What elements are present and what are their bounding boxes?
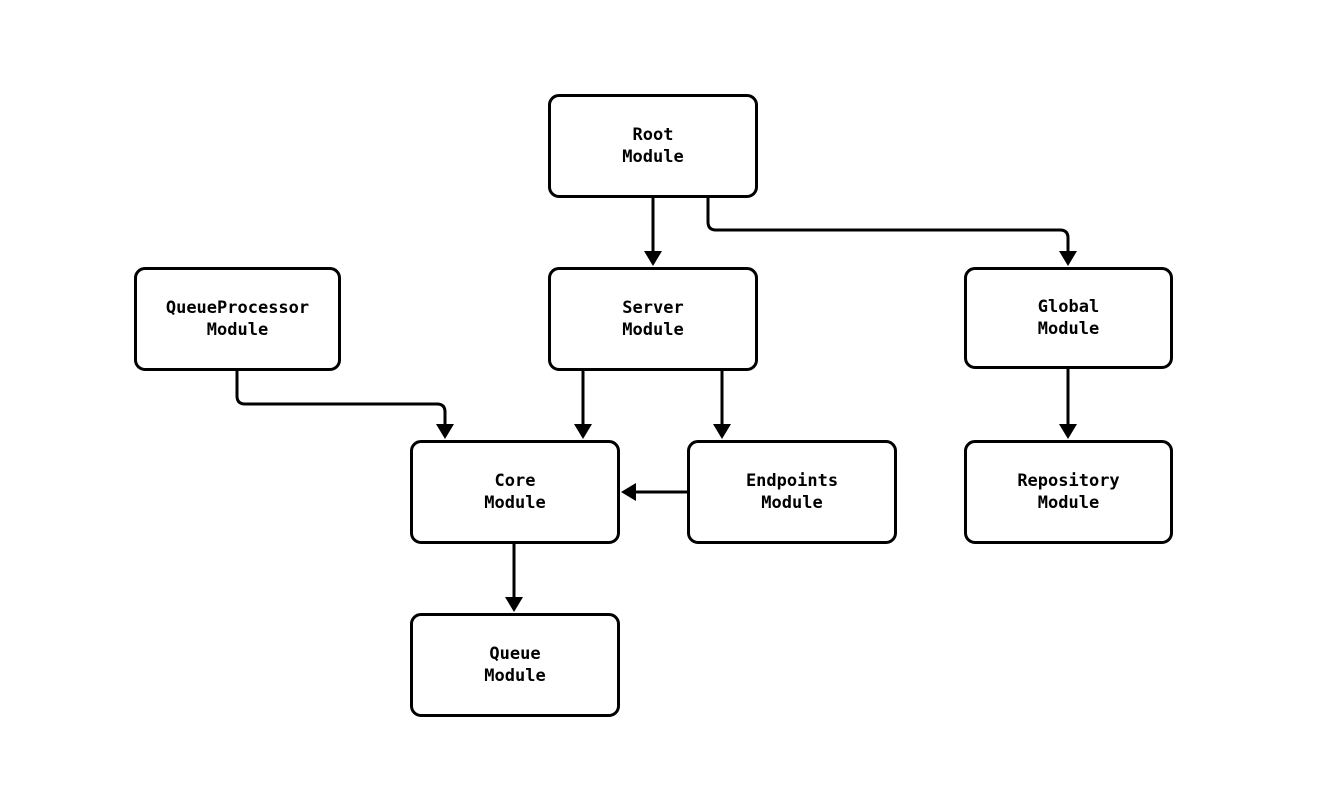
arrowhead-root-global bbox=[1059, 251, 1077, 266]
node-core-line2: Module bbox=[484, 493, 546, 513]
node-server-line2: Module bbox=[622, 320, 684, 340]
node-repository[interactable]: Repository Module bbox=[964, 440, 1173, 544]
node-root-line2: Module bbox=[622, 147, 684, 167]
node-server-line1: Server bbox=[622, 298, 684, 318]
edge-root-global bbox=[706, 198, 1070, 258]
edge-queueprocessor-core bbox=[235, 371, 447, 431]
arrowhead-server-core bbox=[574, 424, 592, 439]
arrowhead-server-endpoints bbox=[713, 424, 731, 439]
node-queue-line2: Module bbox=[484, 666, 546, 686]
node-core-line1: Core bbox=[494, 471, 536, 491]
arrowhead-root-server bbox=[644, 251, 662, 266]
arrowhead-queueprocessor-core bbox=[436, 424, 454, 439]
node-core[interactable]: Core Module bbox=[410, 440, 620, 544]
node-endpoints-line1: Endpoints bbox=[745, 471, 839, 491]
node-server[interactable]: Server Module bbox=[548, 267, 758, 371]
node-global[interactable]: Global Module bbox=[964, 267, 1173, 369]
node-queueprocessor-line1: QueueProcessor bbox=[165, 298, 310, 318]
node-global-line2: Module bbox=[1037, 319, 1100, 339]
node-queueprocessor[interactable]: QueueProcessor Module bbox=[134, 267, 341, 371]
node-queue[interactable]: Queue Module bbox=[410, 613, 620, 717]
arrowhead-global-repository bbox=[1059, 424, 1077, 439]
node-endpoints-line2: Module bbox=[761, 493, 823, 513]
node-repository-line1: Repository bbox=[1017, 471, 1120, 491]
node-root[interactable]: Root Module bbox=[548, 94, 758, 198]
node-repository-line2: Module bbox=[1037, 493, 1100, 513]
node-queueprocessor-line2: Module bbox=[206, 320, 269, 340]
node-global-line1: Global bbox=[1037, 297, 1100, 317]
node-root-line1: Root bbox=[632, 125, 674, 145]
node-endpoints[interactable]: Endpoints Module bbox=[687, 440, 897, 544]
node-queue-line1: Queue bbox=[489, 644, 541, 664]
arrowhead-endpoints-core bbox=[621, 483, 636, 501]
arrowhead-core-queue bbox=[505, 597, 523, 612]
